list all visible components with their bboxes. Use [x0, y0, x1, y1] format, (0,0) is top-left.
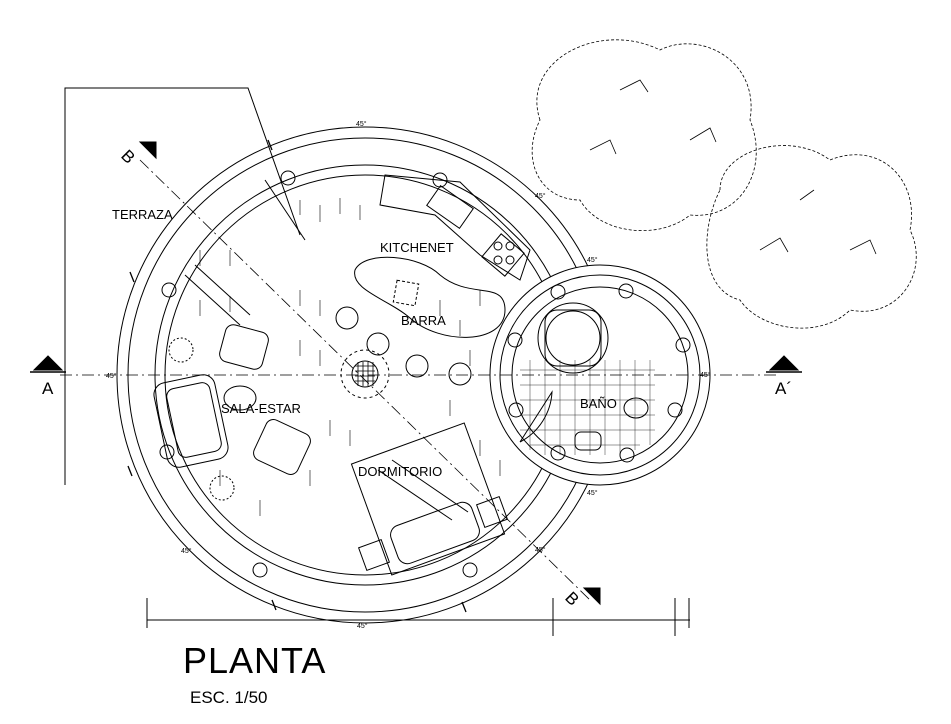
stove-icon [481, 233, 525, 277]
section-label-a-left: A [42, 379, 54, 398]
room-label-terraza: TERRAZA [112, 207, 173, 222]
dimension-angle-label: 45° [535, 546, 546, 554]
nightstand [475, 495, 509, 529]
dimension-angle-label: 45° [106, 372, 117, 380]
bar-counter [354, 256, 506, 338]
dimension-line [146, 598, 690, 636]
room-label-sala-estar: SALA-ESTAR [221, 401, 301, 416]
tree-icon [531, 39, 917, 329]
terrace-steps [184, 179, 306, 326]
coffee-table [223, 385, 257, 411]
columns [159, 170, 691, 578]
site-boundary [64, 87, 301, 485]
section-marker-icon [32, 141, 800, 606]
room-label-barra: BARRA [401, 313, 446, 328]
dimension-angle-label: 45° [357, 622, 368, 630]
dimension-angle-label: 45° [181, 547, 192, 555]
stools [335, 306, 472, 386]
dimension-angle-label: 45° [356, 120, 367, 128]
drawing-scale: ESC. 1/50 [190, 688, 268, 707]
bathtub-icon [537, 302, 609, 374]
round-table [340, 349, 390, 399]
dimension-angle-label: 45° [535, 192, 546, 200]
sink-icon [426, 185, 474, 229]
dimension-angle-label: 45° [587, 489, 598, 497]
plant-icon [168, 337, 235, 501]
armchair-icon [219, 324, 311, 475]
bed-icon [350, 422, 506, 576]
room-label-dormitorio: DORMITORIO [358, 464, 442, 479]
door-swing [519, 390, 553, 443]
section-label-b-top: B [117, 146, 138, 167]
dimension-ticks [127, 139, 467, 613]
nightstand [357, 538, 391, 572]
bathroom-tile [520, 360, 655, 455]
sink-icon [574, 431, 602, 451]
dimension-angle-label: 45° [700, 371, 711, 379]
section-label-b-bottom: B [561, 588, 582, 609]
sofa-icon [153, 374, 229, 468]
kitchen-counter [379, 174, 531, 281]
section-label-a-right: A´ [775, 379, 792, 398]
toilet-icon [623, 397, 649, 419]
drawing-title: PLANTA [183, 640, 327, 681]
room-label-kitchenet: KITCHENET [380, 240, 454, 255]
floor-hatch [199, 198, 501, 516]
dimension-angle-label: 45° [587, 256, 598, 264]
section-lines [60, 159, 780, 601]
room-label-bano: BAÑO [580, 396, 617, 411]
